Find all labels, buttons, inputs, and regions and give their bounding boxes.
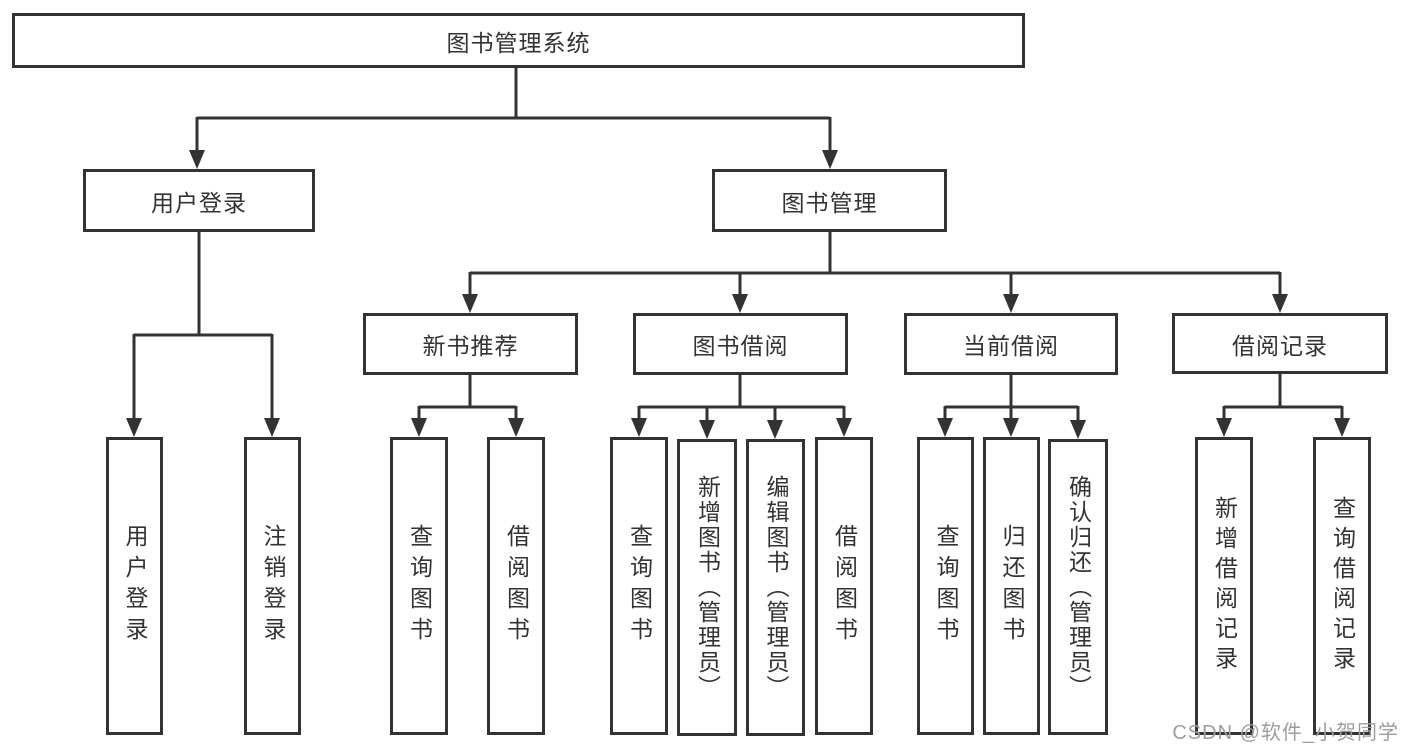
leaf-label: 用户登录 <box>122 524 148 648</box>
leaf-label: 查询借阅记录 <box>1329 496 1356 676</box>
leaf-add-book-admin: 新增图书（管理员） <box>677 439 737 736</box>
leaf-label: 新增图书（管理员） <box>694 475 721 700</box>
leaf-query-book-1: 查询图书 <box>390 437 448 735</box>
leaf-label: 新增借阅记录 <box>1211 496 1238 676</box>
leaf-query-book-3: 查询图书 <box>917 437 974 735</box>
leaf-label: 借阅图书 <box>831 524 858 648</box>
leaf-label: 归还图书 <box>999 524 1025 648</box>
leaf-borrow-book-2: 借阅图书 <box>815 437 873 735</box>
leaf-label: 编辑图书（管理员） <box>763 475 789 700</box>
leaf-label: 查询图书 <box>933 524 959 648</box>
node-book-borrow: 图书借阅 <box>633 313 848 375</box>
node-root: 图书管理系统 <box>12 13 1025 68</box>
watermark: CSDN @软件_小贺同学 <box>1172 722 1399 744</box>
leaf-borrow-book-1: 借阅图书 <box>487 437 545 735</box>
node-book-management: 图书管理 <box>712 169 947 232</box>
leaf-label: 注销登录 <box>260 524 286 648</box>
node-borrow-records: 借阅记录 <box>1172 313 1388 374</box>
leaf-return-book: 归还图书 <box>983 437 1040 735</box>
leaf-query-book-2: 查询图书 <box>610 437 668 735</box>
leaf-confirm-return-admin: 确认归还（管理员） <box>1048 439 1108 735</box>
leaf-label: 确认归还（管理员） <box>1065 474 1092 700</box>
leaf-label: 查询图书 <box>626 524 653 648</box>
node-new-book-recommend: 新书推荐 <box>363 313 578 375</box>
leaf-query-borrow-record: 查询借阅记录 <box>1313 437 1371 735</box>
leaf-edit-book-admin: 编辑图书（管理员） <box>746 439 805 736</box>
leaf-user-login: 用户登录 <box>106 437 163 735</box>
node-current-borrow: 当前借阅 <box>904 313 1118 375</box>
leaf-logout: 注销登录 <box>244 437 301 735</box>
arrowhead-icons <box>126 150 1350 439</box>
leaf-label: 查询图书 <box>406 524 433 648</box>
leaf-add-borrow-record: 新增借阅记录 <box>1195 437 1253 735</box>
leaf-label: 借阅图书 <box>503 524 530 648</box>
node-user-login: 用户登录 <box>83 169 315 232</box>
